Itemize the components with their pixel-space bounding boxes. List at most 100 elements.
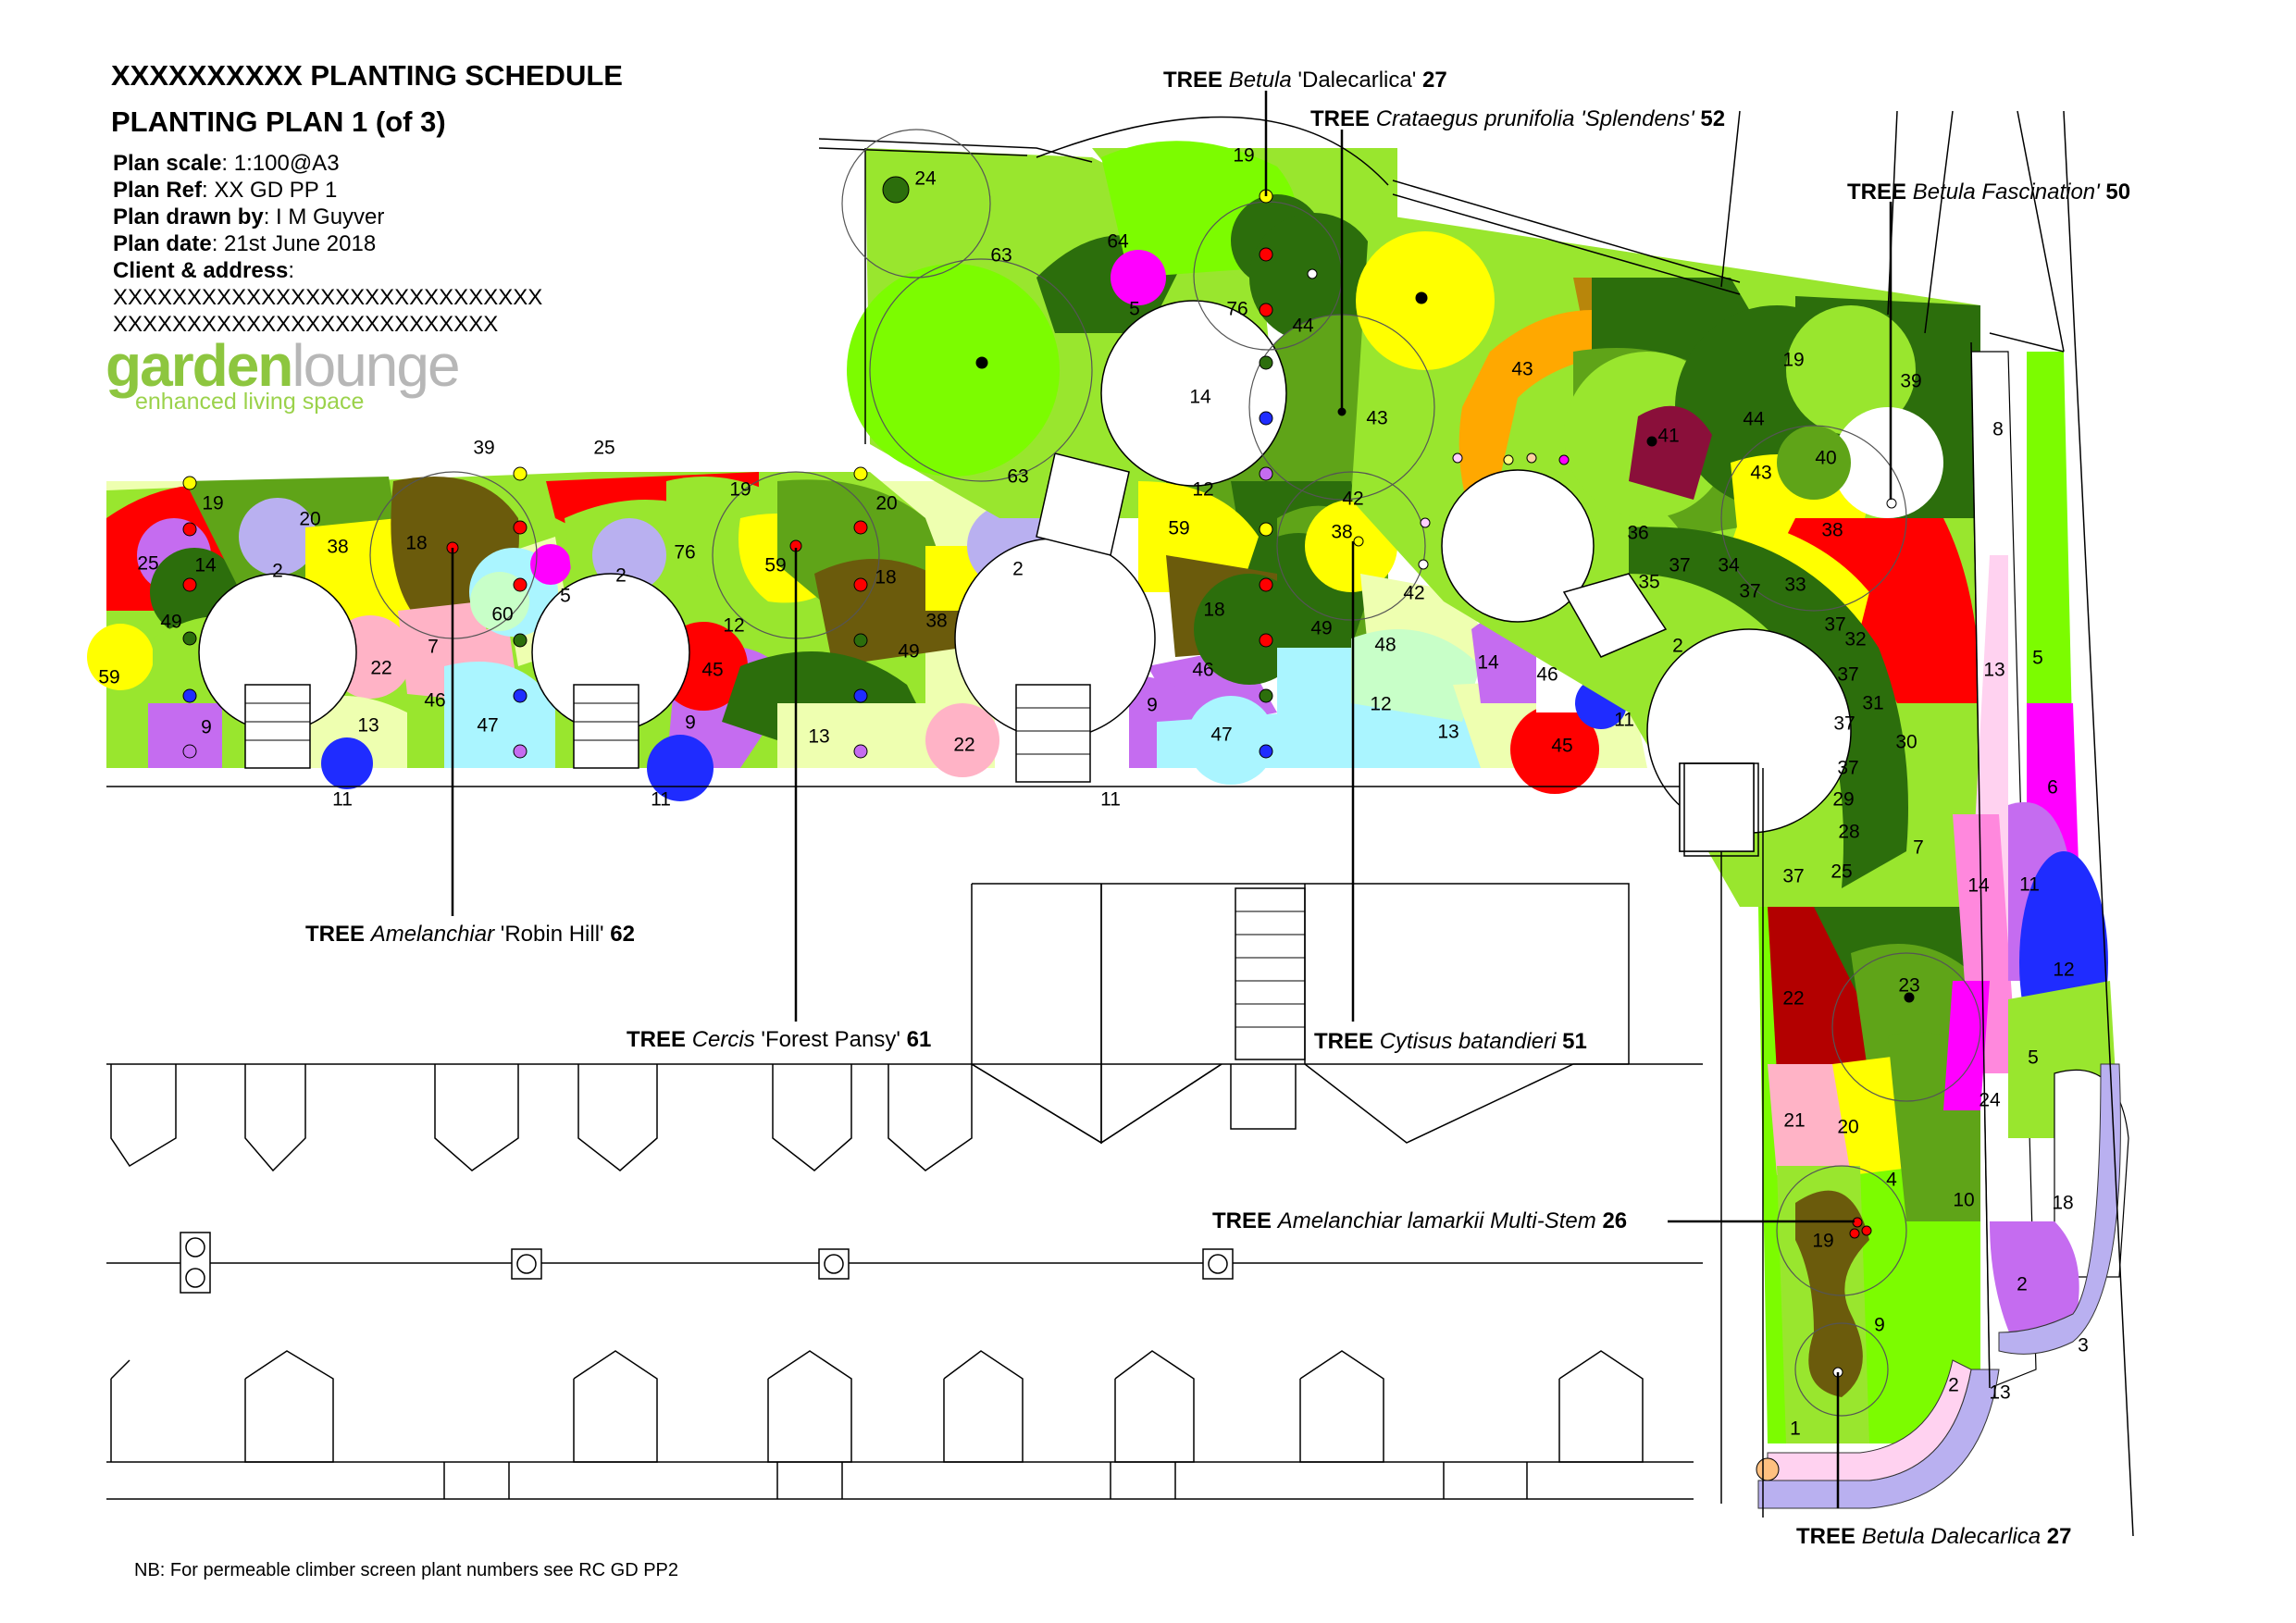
plant-number-label: 35	[1638, 572, 1659, 593]
plant-number-label: 19	[1812, 1231, 1833, 1252]
plant-number-label: 42	[1403, 583, 1424, 604]
plant-number-label: 64	[1107, 231, 1129, 253]
plant-number-label: 14	[1189, 387, 1211, 408]
plant-number-label: 7	[1913, 837, 1924, 859]
plant-number-label: 12	[2053, 960, 2074, 981]
plant-number-label: 76	[1226, 299, 1247, 320]
plant-number-label: 42	[1342, 489, 1363, 510]
plant-number-label: 12	[1192, 479, 1213, 501]
plant-number-label: 21	[1783, 1110, 1805, 1132]
plant-number-label: 41	[1657, 426, 1679, 447]
tree-callout: TREE Amelanchiar 'Robin Hill' 62	[305, 922, 635, 947]
plant-number-label: 5	[1129, 299, 1140, 320]
tree-callout: TREE Betula Dalecarlica 27	[1796, 1524, 2072, 1549]
tree-callout: TREE Betula Fascination' 50	[1847, 180, 2130, 204]
plant-number-label: 46	[1192, 660, 1213, 681]
tree-callouts: TREE Betula 'Dalecarlica' 27 TREE Cratae…	[305, 68, 2130, 1549]
plant-number-label: 11	[651, 789, 671, 811]
plant-number-label: 23	[1898, 975, 1919, 997]
plant-number-label: 13	[357, 715, 379, 737]
plant-number-label: 18	[2052, 1193, 2073, 1214]
plant-number-label: 63	[1007, 466, 1028, 488]
company-logo: gardenlounge enhanced living space	[105, 332, 461, 415]
tree-callout: TREE Betula 'Dalecarlica' 27	[1163, 68, 1447, 93]
plant-number-label: 9	[1874, 1315, 1885, 1336]
building-outline	[106, 110, 2134, 1537]
plant-number-label: 48	[1374, 635, 1396, 656]
plant-number-label: 11	[332, 789, 353, 811]
plant-number-label: 5	[560, 586, 571, 607]
plant-number-label: 25	[137, 553, 158, 575]
plant-number-label: 38	[1331, 522, 1352, 543]
plant-number-label: 20	[1837, 1117, 1858, 1138]
address-line: XXXXXXXXXXXXXXXXXXXXXXXXXXXXX	[113, 285, 543, 310]
plant-number-label: 13	[1989, 1382, 2010, 1404]
plant-number-label: 29	[1832, 789, 1854, 811]
plant-number-label: 38	[925, 611, 947, 632]
plant-number-label: 60	[491, 604, 513, 626]
plant-dots	[182, 176, 1915, 1378]
plant-number-label: 44	[1292, 316, 1314, 337]
plant-number-label: 45	[701, 660, 723, 681]
tree-callout: TREE Cytisus batandieri 51	[1314, 1029, 1587, 1054]
plant-number-label: 59	[1168, 518, 1189, 539]
plant-number-label: 25	[593, 438, 614, 459]
plan-meta: Plan scale: 1:100@A3 Plan Ref: XX GD PP …	[113, 150, 542, 338]
plant-number-label: 39	[1900, 371, 1921, 392]
plant-number-label: 9	[201, 717, 212, 738]
plant-number-label: 37	[1669, 555, 1690, 576]
plant-number-label: 37	[1833, 713, 1855, 735]
page-title: XXXXXXXXXX PLANTING SCHEDULE	[111, 59, 623, 92]
plant-number-label: 46	[424, 690, 445, 712]
plant-number-label: 63	[990, 245, 1011, 266]
plant-number-label: 38	[327, 537, 348, 558]
plant-number-label: 43	[1511, 359, 1533, 380]
plant-number-label: 14	[194, 555, 217, 576]
plant-number-label: 20	[299, 509, 320, 530]
plant-number-label: 11	[1100, 789, 1121, 811]
page-subtitle: PLANTING PLAN 1 (of 3)	[111, 105, 446, 138]
plant-number-label: 59	[764, 555, 786, 576]
plant-number-label: 13	[808, 726, 829, 748]
plant-number-label: 2	[272, 561, 283, 582]
plant-number-label: 28	[1838, 822, 1859, 843]
plant-number-label: 47	[1210, 725, 1232, 746]
plant-number-label: 39	[473, 438, 494, 459]
plant-number-label: 2	[2017, 1274, 2028, 1295]
plant-number-label: 37	[1837, 758, 1858, 779]
plant-number-label: 37	[1837, 664, 1858, 686]
plant-number-label: 22	[370, 658, 391, 679]
tree-callout: TREE Amelanchiar lamarkii Multi-Stem 26	[1212, 1208, 1627, 1233]
plant-number-label: 25	[1831, 861, 1852, 883]
plant-number-label: 18	[875, 567, 896, 588]
plant-number-label: 20	[875, 493, 897, 514]
plant-number-label: 13	[1983, 660, 2004, 681]
plant-number-label: 14	[1967, 875, 1990, 897]
plant-number-label: 2	[1948, 1375, 1959, 1396]
plant-number-label: 45	[1551, 736, 1572, 757]
address-line: XXXXXXXXXXXXXXXXXXXXXXXXXX	[113, 312, 499, 337]
plant-number-label: 49	[898, 641, 919, 663]
plant-number-label: 18	[1203, 600, 1224, 621]
plant-number-label: 43	[1750, 463, 1771, 484]
plant-number-label: 4	[1886, 1170, 1897, 1191]
plant-number-label: 11	[2019, 874, 2040, 896]
plant-number-label: 44	[1743, 409, 1765, 430]
footnote: NB: For permeable climber screen plant n…	[134, 1560, 679, 1580]
north-east-beds	[1351, 213, 1980, 907]
plant-number-label: 46	[1536, 664, 1558, 686]
plant-number-label: 9	[685, 712, 696, 734]
plant-number-label: 3	[2078, 1335, 2089, 1357]
plant-number-label: 76	[674, 542, 695, 564]
callout-leaders	[451, 91, 1893, 1508]
plant-number-label: 12	[1370, 694, 1391, 715]
plant-number-label: 22	[953, 735, 974, 756]
plant-number-label: 30	[1895, 732, 1917, 753]
plant-number-label: 37	[1782, 866, 1804, 887]
plant-number-label: 19	[1782, 350, 1804, 371]
meta-row: Plan drawn by: I M Guyver	[113, 204, 385, 229]
plant-number-label: 37	[1824, 614, 1845, 636]
plant-number-label: 10	[1953, 1190, 1974, 1211]
plant-number-label: 34	[1718, 555, 1740, 576]
plant-number-label: 38	[1821, 520, 1843, 541]
